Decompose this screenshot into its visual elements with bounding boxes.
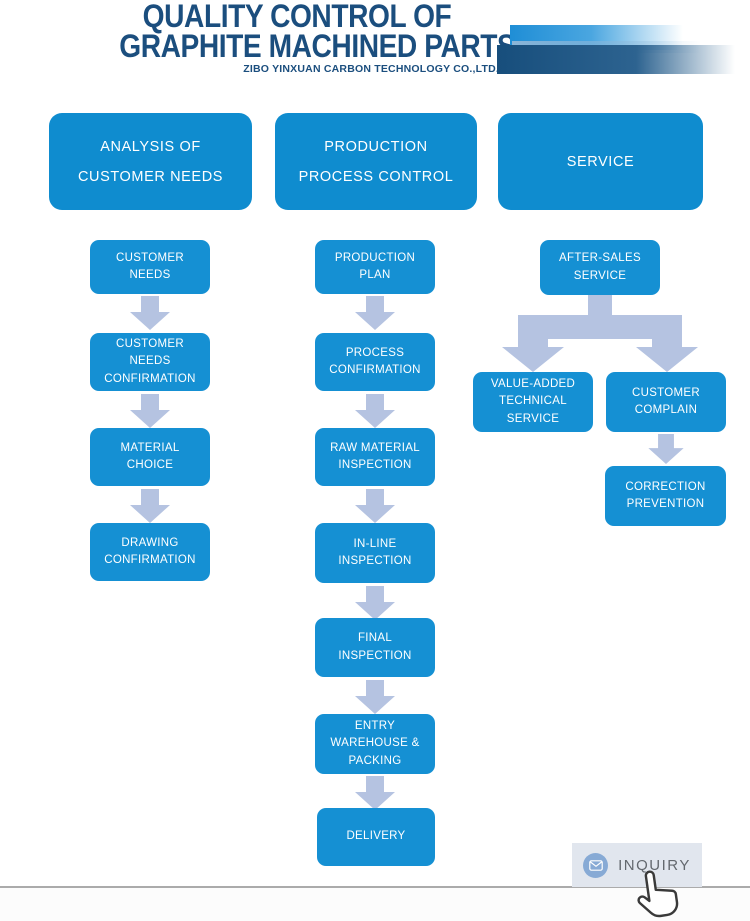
arrow-down-icon (646, 434, 686, 464)
column-header-service: SERVICE (498, 113, 703, 210)
column-header-production: PRODUCTION PROCESS CONTROL (275, 113, 477, 210)
step-delivery: DELIVERY (317, 808, 435, 866)
step-correction-prevention: CORRECTION PREVENTION (605, 466, 726, 526)
arrow-down-icon (355, 586, 395, 620)
step-after-sales-service: AFTER-SALES SERVICE (540, 240, 660, 295)
branch-arrow-icon (470, 295, 710, 373)
step-material-choice: MATERIAL CHOICE (90, 428, 210, 486)
arrow-down-icon (130, 394, 170, 428)
step-entry-warehouse-packing: ENTRY WAREHOUSE & PACKING (315, 714, 435, 774)
step-drawing-confirmation: DRAWING CONFIRMATION (90, 523, 210, 581)
step-value-added-technical-service: VALUE-ADDED TECHNICAL SERVICE (473, 372, 593, 432)
arrow-down-icon (355, 394, 395, 428)
step-customer-needs-confirmation: CUSTOMER NEEDS CONFIRMATION (90, 333, 210, 391)
page-title-line2: GRAPHITE MACHINED PARTS (119, 28, 516, 64)
step-process-confirmation: PROCESS CONFIRMATION (315, 333, 435, 391)
inquiry-label: INQUIRY (618, 856, 691, 874)
arrow-down-icon (130, 296, 170, 330)
envelope-icon (583, 852, 609, 878)
company-subtitle: ZIBO YINXUAN CARBON TECHNOLOGY CO.,LTD. (243, 63, 499, 75)
page-title-line1: QUALITY CONTROL OF (142, 0, 452, 34)
step-production-plan: PRODUCTION PLAN (315, 240, 435, 294)
hand-cursor-icon (629, 864, 688, 921)
title-block: QUALITY CONTROL OF GRAPHITE MACHINED PAR… (95, 0, 516, 75)
arrow-down-icon (355, 776, 395, 810)
arrow-down-icon (355, 680, 395, 714)
header-line: CUSTOMER NEEDS (77, 168, 224, 185)
step-inline-inspection: IN-LINE INSPECTION (315, 523, 435, 583)
bottom-divider (0, 886, 750, 888)
step-final-inspection: FINAL INSPECTION (315, 618, 435, 677)
header-line: PROCESS CONTROL (298, 168, 454, 185)
step-raw-material-inspection: RAW MATERIAL INSPECTION (315, 428, 435, 486)
header-line: SERVICE (566, 153, 635, 170)
header-line: PRODUCTION (324, 138, 428, 155)
below-divider-strip (0, 888, 750, 921)
arrow-down-icon (130, 489, 170, 523)
column-header-analysis: ANALYSIS OF CUSTOMER NEEDS (49, 113, 252, 210)
step-customer-complain: CUSTOMER COMPLAIN (606, 372, 726, 432)
step-customer-needs: CUSTOMER NEEDS (90, 240, 210, 294)
arrow-down-icon (355, 296, 395, 330)
decor-bar-dark (497, 45, 750, 74)
inquiry-button[interactable]: INQUIRY (572, 843, 702, 887)
header-line: ANALYSIS OF (100, 138, 201, 155)
arrow-down-icon (355, 489, 395, 523)
